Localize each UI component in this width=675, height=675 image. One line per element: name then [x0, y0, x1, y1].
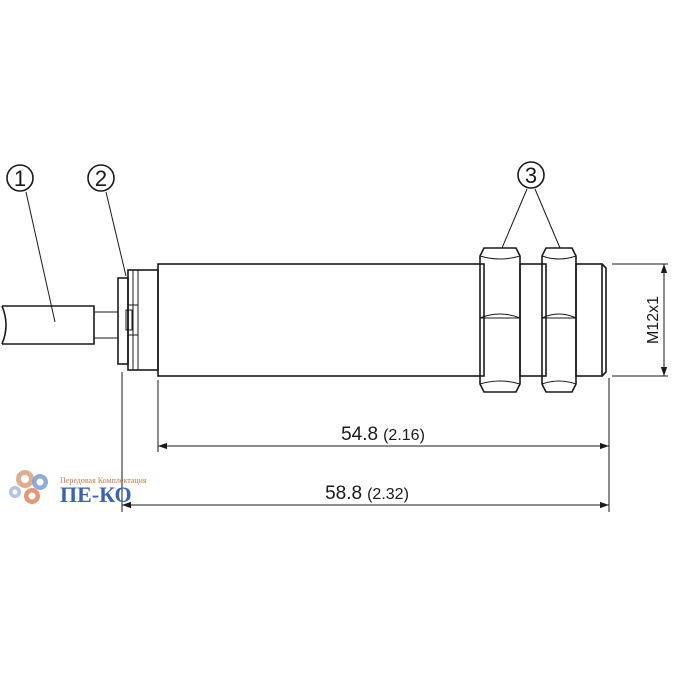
callout-3-label: 3 — [525, 163, 537, 188]
dimension-54-8: 54.8(2.16) — [158, 424, 609, 450]
callout-1: 1 — [6, 164, 56, 323]
cable — [1, 305, 119, 345]
watermark-logo: Передовая Комплектация ПЕ-КО — [9, 470, 147, 507]
mounting-nut-1 — [479, 247, 521, 393]
dimension-54-8-label: 54.8(2.16) — [341, 424, 425, 445]
dimension-58-8-label: 58.8(2.32) — [325, 483, 409, 504]
watermark-brand: ПЕ-КО — [60, 482, 132, 507]
mounting-nut-2 — [541, 247, 577, 393]
cable-gland — [117, 269, 159, 371]
dimension-thread: M12x1 — [645, 264, 668, 376]
callout-3: 3 — [501, 161, 561, 249]
watermark-tagline: Передовая Комплектация — [60, 476, 147, 485]
sensor-housing — [157, 263, 485, 377]
extension-lines — [121, 263, 668, 512]
callout-2: 2 — [87, 164, 127, 277]
callout-1-label: 1 — [14, 166, 26, 191]
gear-icon — [9, 470, 48, 504]
dimension-58-8: 58.8(2.32) — [122, 483, 609, 509]
callout-2-label: 2 — [95, 166, 107, 191]
thread-section — [519, 263, 607, 377]
thread-label: M12x1 — [645, 296, 662, 344]
